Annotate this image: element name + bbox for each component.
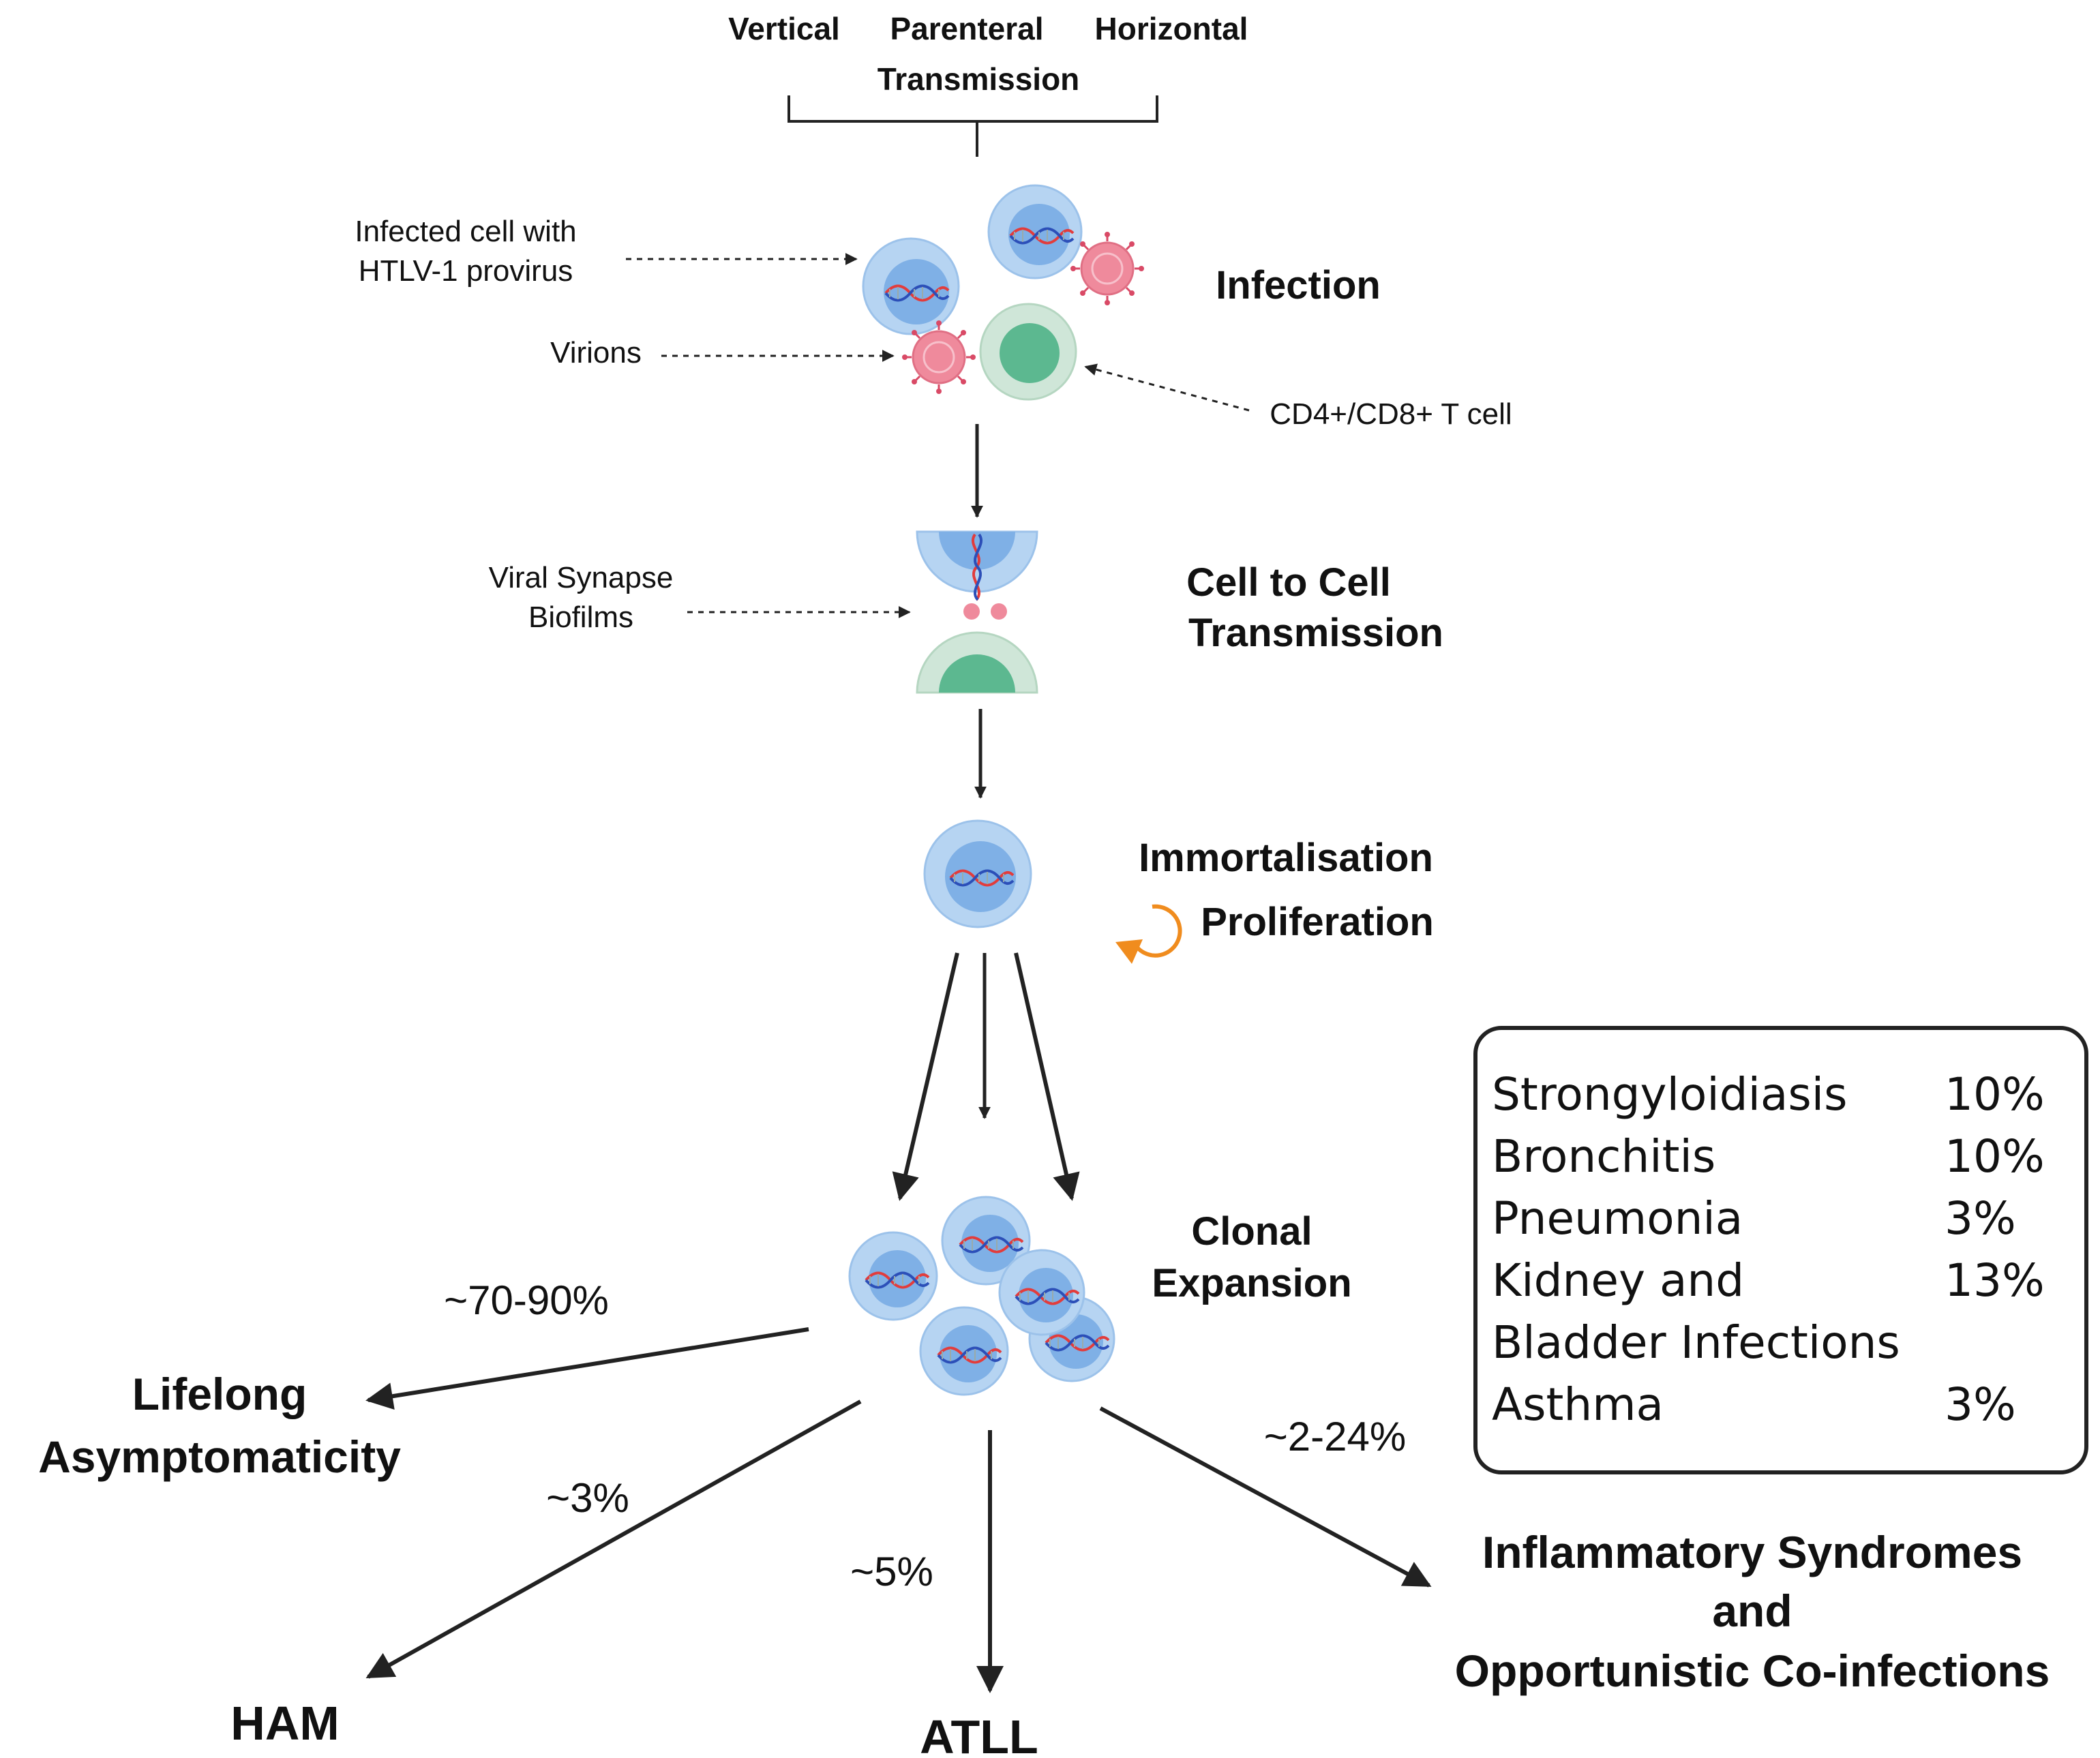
ham-label: HAM [230, 1697, 339, 1750]
inflammatory-label-3: Opportunistic Co-infections [1455, 1646, 2050, 1696]
arrow-to-ham [365, 1399, 862, 1679]
infection-stage-label: Infection [1216, 263, 1381, 307]
coinfection-name: Bladder Infections [1492, 1316, 1900, 1369]
ham-pct: ~3% [546, 1475, 629, 1521]
synapse-label-2: Biofilms [528, 601, 633, 634]
coinfection-name: Pneumonia [1492, 1192, 1743, 1245]
coinfection-pct: 13% [1945, 1254, 2045, 1307]
virion-bottom [901, 319, 977, 395]
synapse-cells [916, 530, 1038, 694]
t-cell-pointer [1084, 363, 1250, 412]
inflammatory-label-2: and [1712, 1586, 1792, 1636]
arrow-to-asymptomatic [365, 1327, 809, 1410]
immortalised-cell [923, 819, 1032, 928]
transmission-label: Transmission [877, 61, 1080, 97]
coinfection-name: Kidney and [1492, 1254, 1744, 1307]
vertical-label: Vertical [728, 11, 840, 46]
atll-label: ATLL [920, 1710, 1038, 1758]
arrow-prolif-right [1014, 952, 1080, 1201]
arrow-to-inflammatory [1099, 1406, 1432, 1588]
virions-label: Virions [550, 336, 642, 369]
proliferation-label: Proliferation [1201, 900, 1434, 944]
coinfection-name: Bronchitis [1492, 1130, 1715, 1183]
coinfection-box [1473, 1026, 2088, 1474]
atll-pct: ~5% [850, 1549, 933, 1594]
asymptomatic-pct: ~70-90% [444, 1277, 609, 1323]
infected-cell-top [987, 184, 1083, 279]
virion-top [1069, 230, 1145, 307]
expansion-label: Expansion [1152, 1261, 1351, 1305]
clonal-cluster [848, 1196, 1115, 1396]
t-cell [979, 303, 1077, 401]
transmission-bracket [787, 95, 1158, 157]
coinfection-list: Strongyloidiasis 10% Bronchitis 10% Pneumoni… [1492, 1068, 2045, 1431]
synapse-label-1: Viral Synapse [489, 561, 674, 594]
asymptomatic-label-1: Lifelong [132, 1369, 308, 1419]
coinfection-name: Asthma [1492, 1378, 1664, 1431]
inflammatory-label-1: Inflammatory Syndromes [1482, 1527, 2022, 1577]
cell-to-cell-label-1: Cell to Cell [1186, 560, 1391, 605]
clonal-label: Clonal [1191, 1209, 1312, 1254]
proliferation-cycle-icon [1115, 904, 1182, 964]
cell-to-cell-label-2: Transmission [1188, 611, 1443, 655]
coinfection-pct: 3% [1945, 1192, 2016, 1245]
inflammatory-pct: ~2-24% [1264, 1414, 1406, 1459]
coinfection-pct: 10% [1945, 1130, 2045, 1183]
horizontal-label: Horizontal [1095, 11, 1248, 46]
t-cell-label: CD4+/CD8+ T cell [1270, 397, 1512, 431]
coinfection-name: Strongyloidiasis [1492, 1068, 1847, 1121]
coinfection-pct: 10% [1945, 1068, 2045, 1121]
infected-cell-left [862, 237, 960, 335]
infected-cell-label-2: HTLV-1 provirus [359, 254, 573, 288]
parenteral-label: Parenteral [890, 11, 1043, 46]
arrow-prolif-left [892, 952, 959, 1201]
infected-cell-label-1: Infected cell with [355, 215, 576, 248]
asymptomatic-label-2: Asymptomaticity [38, 1431, 401, 1482]
immortalisation-label: Immortalisation [1139, 836, 1433, 880]
coinfection-pct: 3% [1945, 1378, 2016, 1431]
